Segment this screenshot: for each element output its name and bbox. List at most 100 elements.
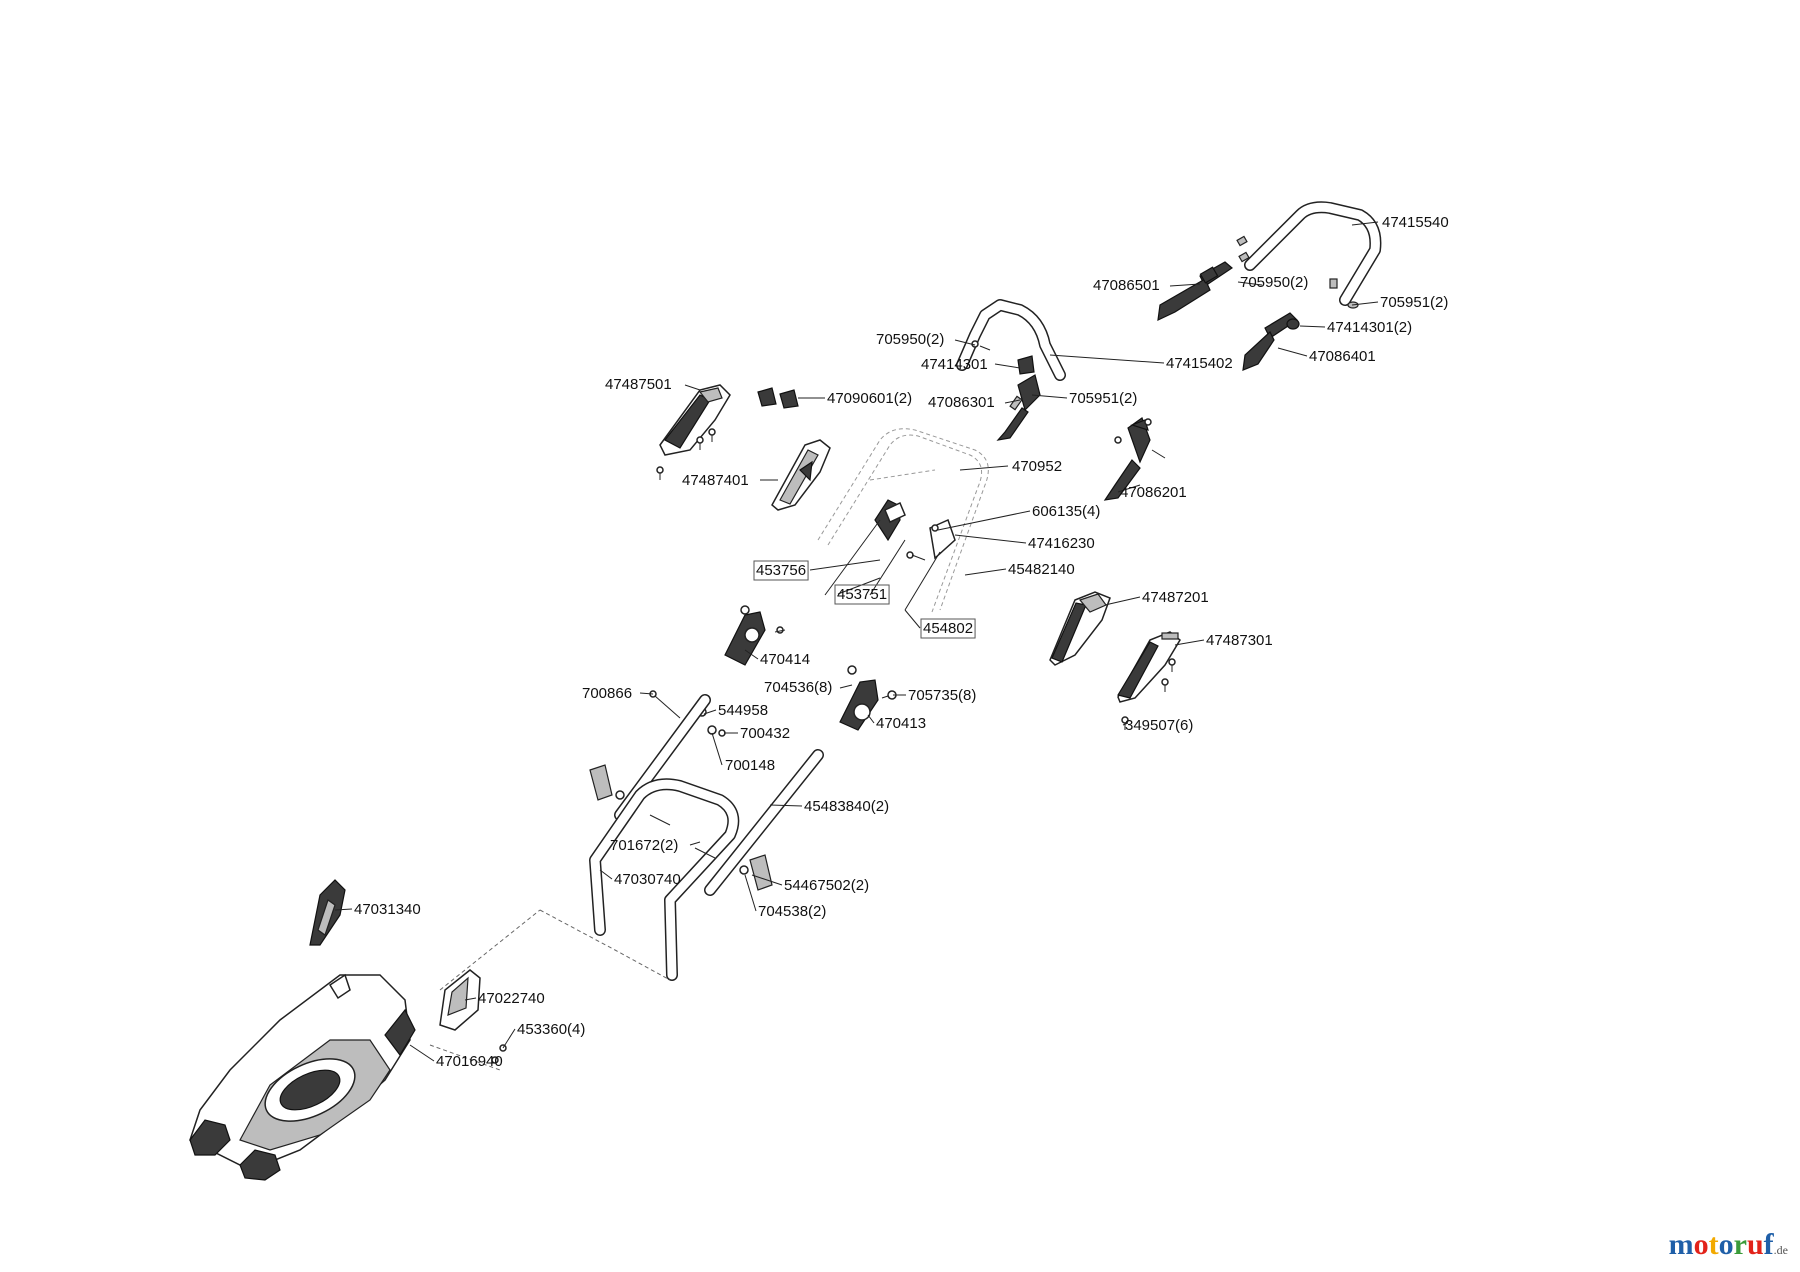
leader-line: [994, 363, 1021, 369]
part-number-label: 54467502(2): [784, 877, 869, 894]
clamp-lever-left: [589, 764, 671, 826]
lower-handle-frame-ghost: [817, 428, 989, 613]
leader-line: [639, 692, 654, 695]
part-number-label: 47030740: [614, 871, 681, 888]
part-number-label: 47414301(2): [1327, 319, 1412, 336]
label-box: [753, 560, 809, 581]
leader-line: [837, 577, 881, 595]
part-number-label: 47416230: [1028, 535, 1095, 552]
part-number-label: 47415540: [1382, 214, 1449, 231]
leader-line: [711, 732, 723, 766]
part-number-label: 47086301: [928, 394, 995, 411]
cover-47022740: [439, 969, 507, 1064]
label-box: [834, 584, 890, 605]
part-number-label: 470413: [876, 715, 926, 732]
height-adjuster-470413: [839, 665, 897, 731]
knob-47090601: [757, 387, 799, 409]
part-number-labels: 47415540705950(2)705951(2)47086501474143…: [334, 214, 1449, 1070]
assembly-guide-line-3: [429, 1044, 501, 1071]
part-number-label: 544958: [718, 702, 768, 719]
leader-line: [1104, 596, 1141, 606]
lower-handle-u-frame: [589, 778, 740, 981]
part-number-label: 606135(4): [1032, 503, 1100, 520]
leader-line: [751, 874, 783, 886]
leader-line: [1237, 281, 1263, 286]
leader-line: [904, 609, 921, 629]
part-number-label: 705735(8): [908, 687, 976, 704]
logo-letter: f: [1763, 1228, 1774, 1261]
leader-line: [409, 1044, 435, 1062]
part-number-label: 47487301: [1206, 632, 1273, 649]
logo-letter: m: [1668, 1228, 1694, 1261]
label-box: [920, 618, 976, 639]
part-number-label: 47086201: [1120, 484, 1187, 501]
leader-line: [769, 804, 803, 807]
leader-line: [502, 1028, 516, 1049]
part-number-label: 47031340: [354, 901, 421, 918]
leader-line: [937, 510, 1031, 531]
leader-line: [809, 559, 881, 571]
leader-line: [1122, 722, 1129, 726]
part-number-label: 47487501: [605, 376, 672, 393]
part-number-label: 704536(8): [764, 679, 832, 696]
part-number-label: 470414: [760, 651, 810, 668]
part-number-label: 47086401: [1309, 348, 1376, 365]
logo-letter: u: [1746, 1228, 1764, 1261]
leader-line: [744, 874, 757, 912]
part-number-label: 349507(6): [1125, 717, 1193, 734]
height-adjuster-470414: [724, 605, 786, 666]
leader-line: [867, 714, 875, 724]
leader-line: [1049, 354, 1165, 364]
logo-letter: t: [1708, 1228, 1719, 1261]
part-number-label: 45483840(2): [804, 798, 889, 815]
part-number-label: 47090601(2): [827, 390, 912, 407]
leader-line: [954, 534, 1027, 544]
latch-47414301: [971, 340, 1035, 375]
logo-letter: r: [1733, 1228, 1747, 1261]
part-number-label: 47415402: [1166, 355, 1233, 372]
leader-line: [703, 709, 717, 715]
motoruf-logo: motoruf.de: [1669, 1228, 1788, 1262]
part-number-label: 47487201: [1142, 589, 1209, 606]
lever-47086301: [996, 374, 1041, 441]
actuator-rods: [824, 499, 956, 611]
part-number-label: 47086501: [1093, 277, 1160, 294]
lever-47086201: [1103, 417, 1166, 501]
leader-line: [954, 339, 976, 346]
leader-line: [1169, 283, 1201, 287]
leader-line: [839, 684, 853, 689]
leader-line: [1174, 639, 1205, 646]
leader-line: [599, 869, 613, 880]
mower-deck-47016940: [189, 973, 416, 1181]
part-number-label: 47022740: [478, 990, 545, 1007]
side-cover-47487201: [1049, 591, 1111, 666]
leader-line: [964, 568, 1007, 576]
leader-line: [1299, 325, 1326, 328]
lever-47086501: [1157, 261, 1233, 322]
part-number-label: 705951(2): [1380, 294, 1448, 311]
leader-line: [689, 841, 701, 846]
part-number-label: 45482140: [1008, 561, 1075, 578]
middle-handle-bar: [956, 299, 1066, 381]
assembly-guide-line-2: [439, 909, 541, 991]
side-cover-47487501: [656, 384, 731, 480]
logo-letter: o: [1718, 1228, 1734, 1261]
leader-line: [334, 908, 353, 911]
leader-line: [464, 997, 477, 1001]
assembly-guide-line: [539, 909, 671, 981]
part-number-label: 470952: [1012, 458, 1062, 475]
logo-tld: .de: [1773, 1243, 1788, 1257]
part-number-label: 453360(4): [517, 1021, 585, 1038]
leader-line: [1351, 221, 1379, 226]
part-number-label: 453751: [837, 586, 887, 603]
leader-line: [684, 384, 701, 391]
rear-flap-47031340: [309, 879, 346, 946]
lever-47086401: [1242, 312, 1300, 371]
leader-line: [1277, 347, 1308, 357]
leader-line: [1031, 394, 1068, 399]
part-number-label: 700432: [740, 725, 790, 742]
part-number-label: 47487401: [682, 472, 749, 489]
part-number-label: 704538(2): [758, 903, 826, 920]
part-number-label: 47016940: [436, 1053, 503, 1070]
